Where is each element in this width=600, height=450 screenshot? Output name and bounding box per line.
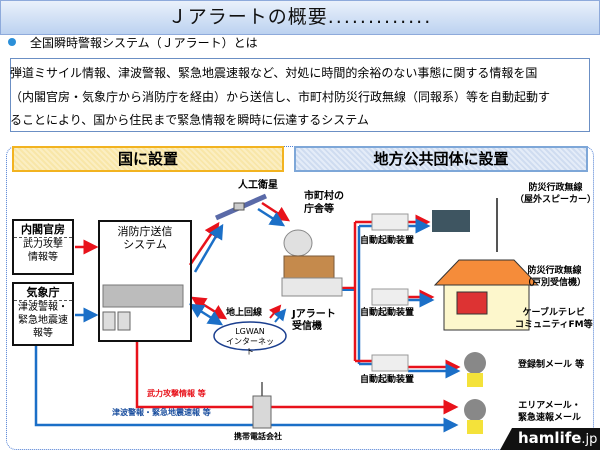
lgwan-receiver-blue xyxy=(273,308,287,323)
auto-start-device-label: 自動起動装置 xyxy=(360,236,415,246)
registered-mail-label: 登録制メール 等 xyxy=(518,360,585,370)
household-receiver-label: 防災行政無線（戸別受信機） xyxy=(523,266,587,288)
ground-line-label: 地上回線 xyxy=(226,308,263,318)
cable-tv-label: ケーブルテレビコミュニティFM等 xyxy=(515,308,593,330)
cabinet-secretariat-box: 内閣官房 武力攻撃情報等 xyxy=(12,219,74,275)
municipal-building-icon xyxy=(283,255,335,279)
watermark-text: hamlife.jp xyxy=(518,429,598,447)
auto-start-device-label: 自動起動装置 xyxy=(360,308,415,318)
fdma-console-icon xyxy=(102,284,184,308)
satellite-label: 人工衛星 xyxy=(238,180,278,191)
local-section-header: 地方公共団体に設置 xyxy=(294,146,588,172)
description-box xyxy=(10,58,590,132)
cabinet-title: 内閣官房 xyxy=(21,223,65,236)
jma-box: 気象庁 津波警報・緊急地震速報等 xyxy=(12,282,74,346)
mobile-carrier-label: 携帯電話会社 xyxy=(234,432,282,441)
control-console-icon xyxy=(432,210,470,232)
tsunami-eq-line xyxy=(34,342,459,433)
title-bar xyxy=(0,0,600,35)
satellite-icon xyxy=(214,193,268,221)
area-mail-label: エリアメール・緊急速報メール xyxy=(518,401,582,423)
national-section-header: 国に設置 xyxy=(12,146,284,172)
description-line: 弾道ミサイル情報、津波警報、緊急地震速報など、対処に時間的余裕のない事態に関する… xyxy=(10,66,538,80)
municipal-office-label: 市町村の庁舎等 xyxy=(304,191,344,215)
person-icon xyxy=(464,399,486,421)
mobile-carrier-building-icon xyxy=(252,395,272,429)
jma-info: 津波警報・緊急地震速報等 xyxy=(18,302,68,339)
receiver-label: Jアラート受信機 xyxy=(292,309,336,332)
lgwan-cloud-icon xyxy=(213,321,287,351)
watermark-badge xyxy=(500,428,600,450)
fdma-system-box: 消防庁送信システム xyxy=(98,220,192,342)
jma-title: 気象庁 xyxy=(26,286,60,299)
armed-attack-line xyxy=(135,342,459,415)
cabinet-info: 武力攻撃情報等 xyxy=(23,239,63,263)
satellite-to-office-red xyxy=(261,201,291,222)
description-line: ることにより、国から住民まで緊急情報を瞬時に伝達するシステム xyxy=(10,113,369,127)
intro-heading: 全国瞬時警報システム（Ｊアラート）とは xyxy=(30,36,258,50)
armed-attack-info-label: 武力攻撃情報 等 xyxy=(147,389,206,398)
outdoor-speaker-label: 防災行政無線（屋外スピーカー） xyxy=(515,183,597,205)
tsunami-eq-label: 津波警報・緊急地震速報 等 xyxy=(112,408,211,417)
satellite-to-office-blue xyxy=(257,207,286,227)
person-icon xyxy=(464,352,486,374)
fdma-to-satellite-blue xyxy=(193,223,224,273)
auto-start-device-icon xyxy=(371,213,409,372)
fdma-lgwan-blue xyxy=(188,303,224,326)
lgwan-receiver-red xyxy=(268,304,282,319)
j-alert-receiver-icon xyxy=(281,277,343,297)
fdma-title: 消防庁送信システム xyxy=(117,225,173,251)
description-line: （内閣官房・気象庁から消防庁を経由）から送信し、市町村防災行政無線（同報系）等を… xyxy=(10,90,551,104)
bullet-icon xyxy=(8,38,16,46)
page-title: Ｊアラートの概要............. xyxy=(167,6,433,28)
auto-start-device-label: 自動起動装置 xyxy=(360,375,415,385)
tv-icon xyxy=(456,291,488,315)
satellite-dish-icon xyxy=(283,229,313,257)
